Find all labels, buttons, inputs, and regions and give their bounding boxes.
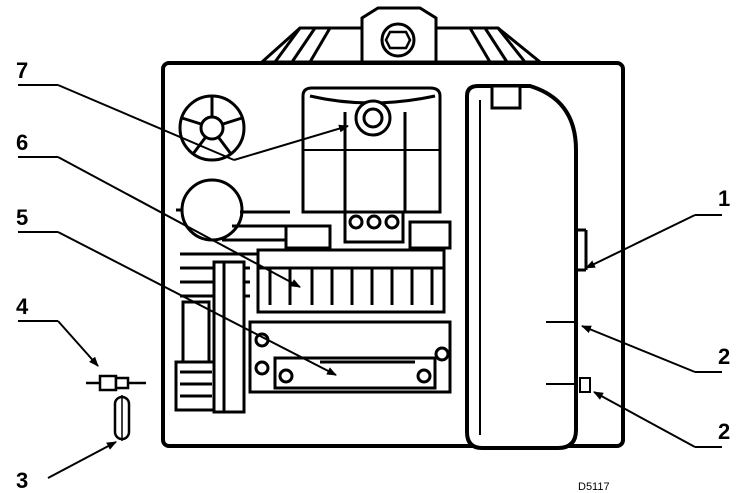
- loose-parts: [86, 374, 146, 441]
- callout-3: 3: [16, 468, 28, 493]
- callout-6: 6: [16, 130, 28, 155]
- callout-7: 7: [16, 58, 28, 83]
- callout-2-lower: 2: [718, 419, 730, 444]
- callout-leaders: [18, 84, 722, 479]
- cover: [465, 84, 591, 450]
- callout-1: 1: [718, 186, 730, 211]
- callout-2-upper: 2: [718, 344, 730, 369]
- solenoid-block: [301, 86, 442, 244]
- drawing-number: D5117: [578, 481, 610, 493]
- base-plate: [248, 320, 452, 394]
- terminal-strip: [256, 220, 452, 314]
- mounting-bracket: [258, 6, 545, 64]
- callout-4: 4: [16, 294, 29, 319]
- callout-5: 5: [16, 205, 28, 230]
